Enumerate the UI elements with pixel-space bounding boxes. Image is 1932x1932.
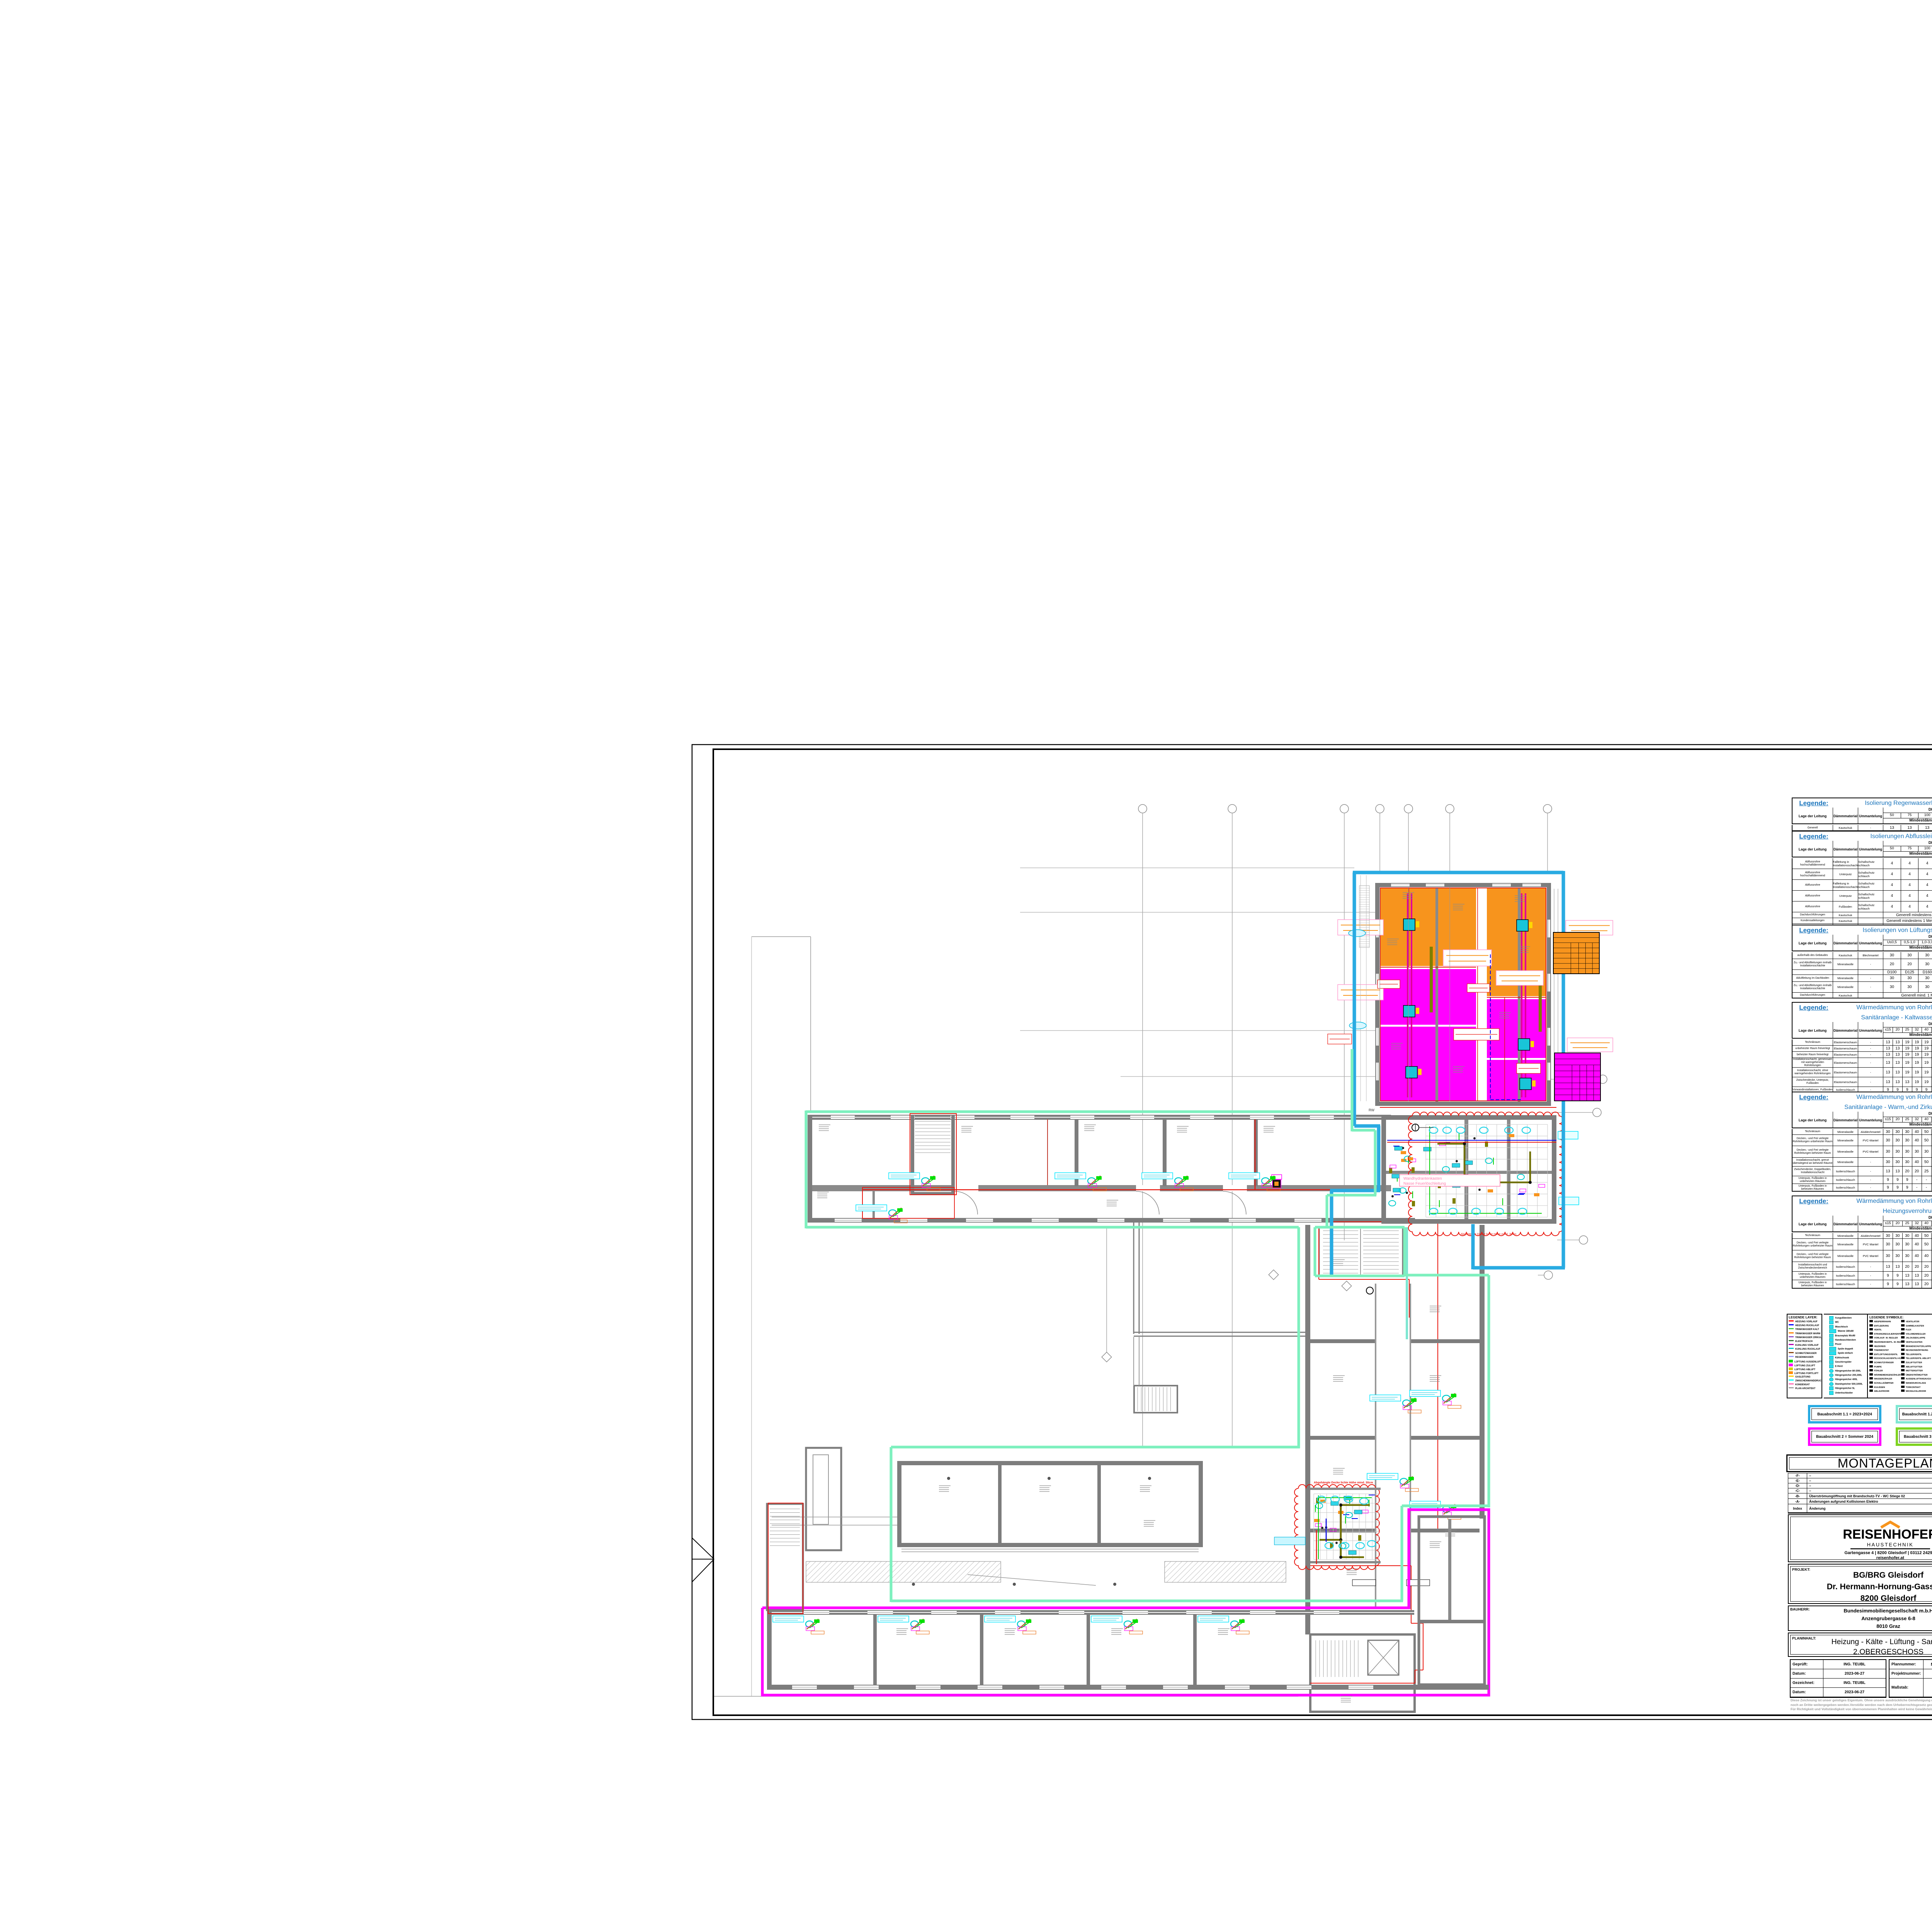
svg-text:HAUSTECHNIK: HAUSTECHNIK [1867, 1542, 1914, 1548]
svg-text:RW: RW [1369, 1108, 1374, 1112]
svg-text:Abgehängte Decke lichte Höhe m: Abgehängte Decke lichte Höhe mind. 30cm [1461, 1232, 1516, 1236]
svg-text:reisenhofer.at: reisenhofer.at [1876, 1556, 1904, 1560]
svg-text:Abgehängte Decke lichte Höhe m: Abgehängte Decke lichte Höhe mind. 30cm [1314, 1481, 1373, 1484]
svg-text:Gartengasse 4 | 8200 Gleisdorf: Gartengasse 4 | 8200 Gleisdorf | 03112 2… [1844, 1551, 1932, 1555]
svg-text:Wandhydrantenkasten: Wandhydrantenkasten [1403, 1177, 1442, 1181]
svg-text:REISENHOFER: REISENHOFER [1843, 1527, 1932, 1542]
svg-text:Nasse Feuerlöschleitung: Nasse Feuerlöschleitung [1403, 1182, 1446, 1186]
